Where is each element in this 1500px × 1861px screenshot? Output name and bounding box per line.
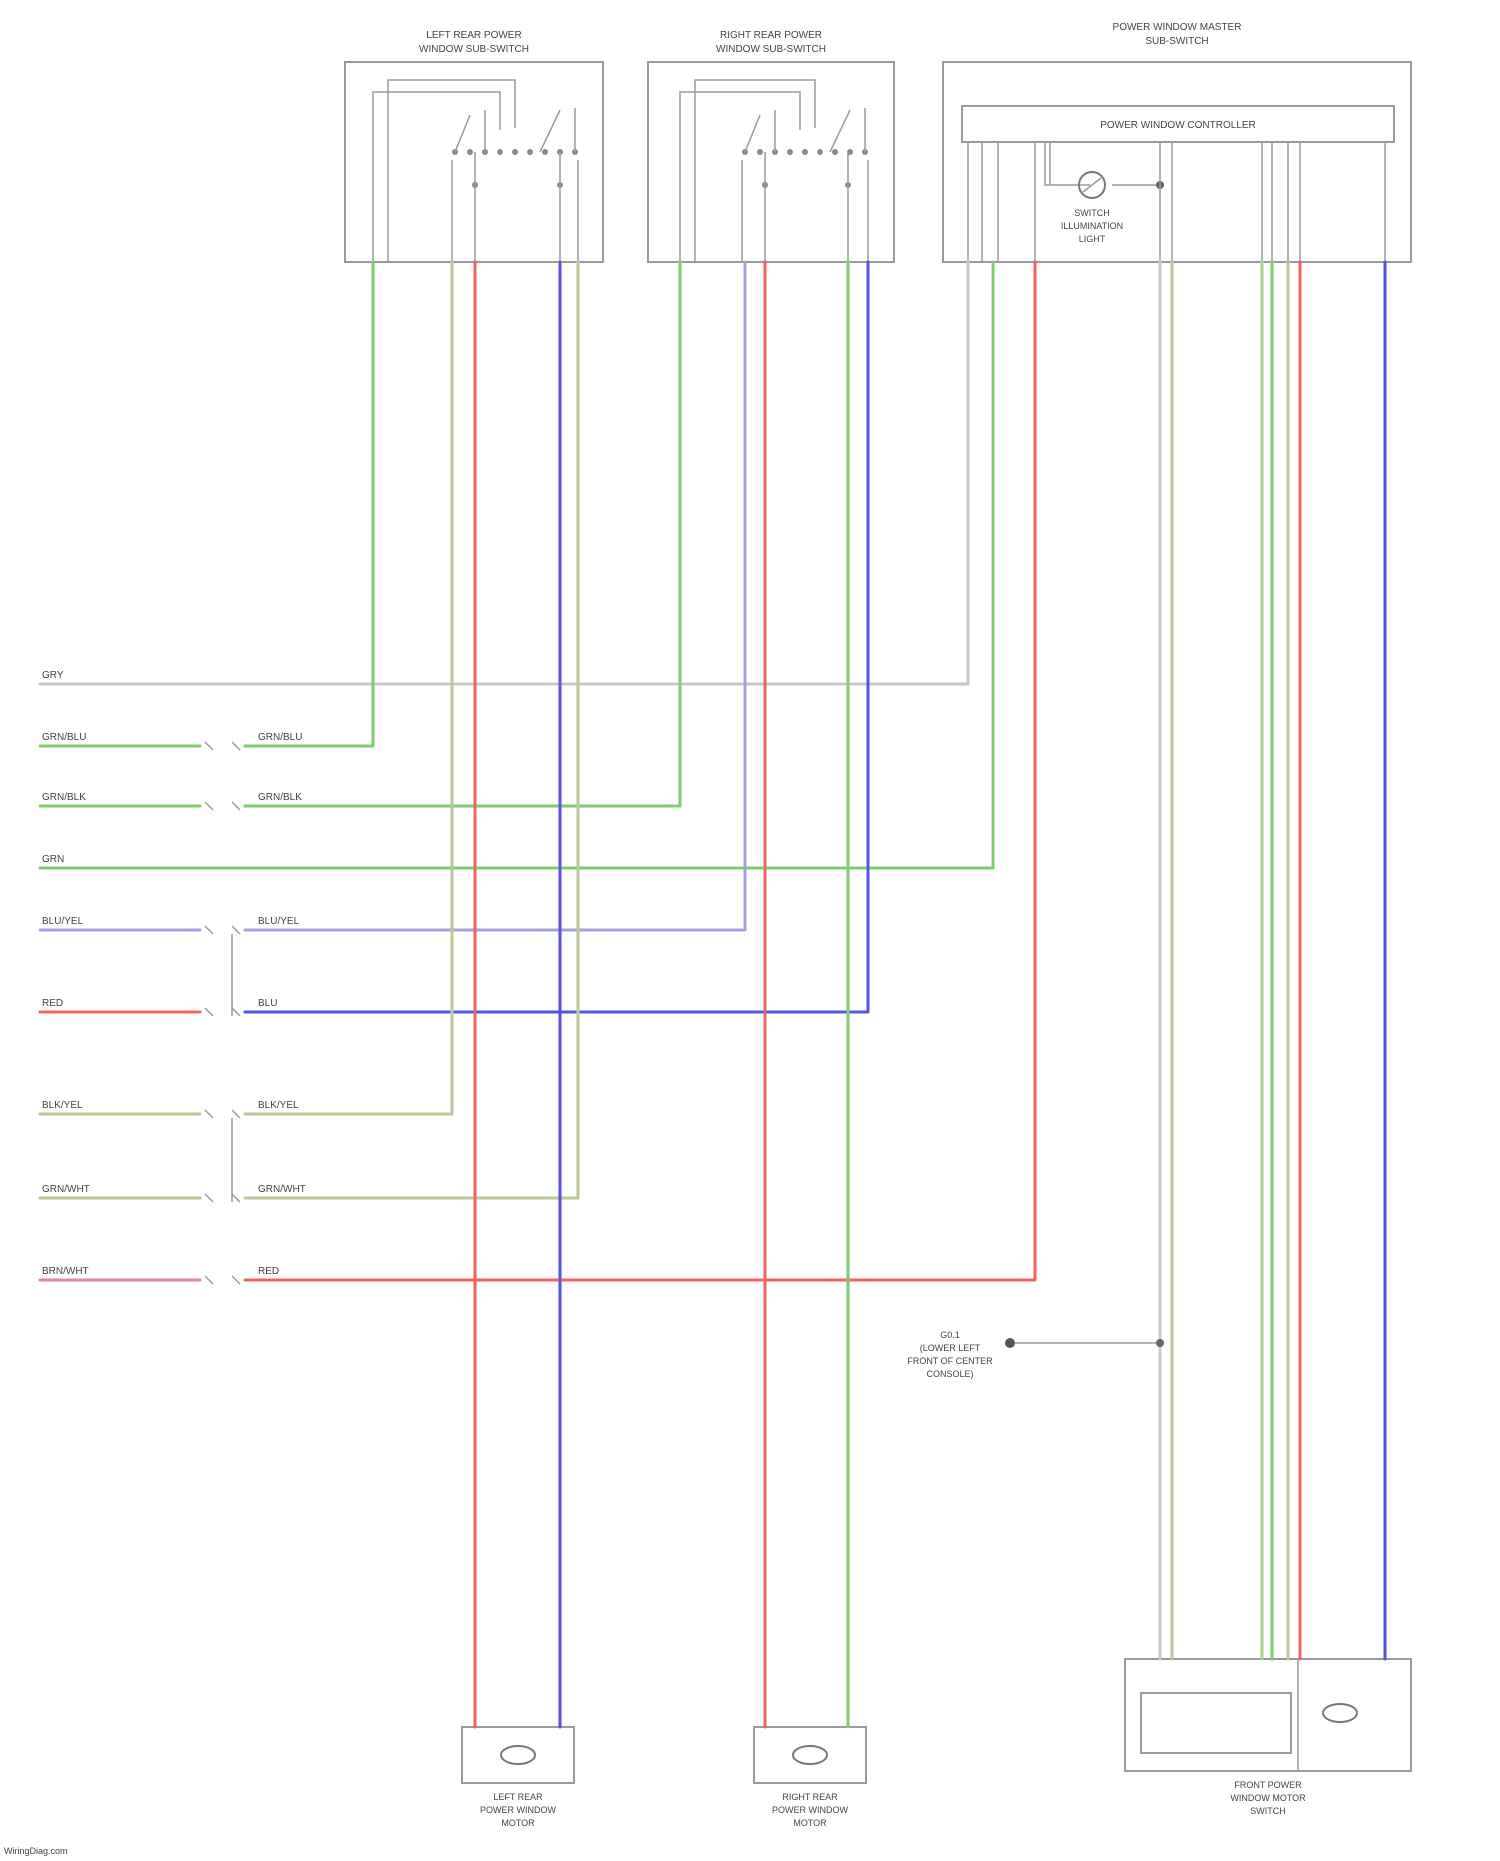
illumination-label-1: SWITCH (1074, 208, 1110, 218)
wire-label-w5-left: BLU/YEL (42, 916, 84, 927)
right-motor-title-1: RIGHT REAR (782, 1792, 838, 1802)
wire-label-w7-right: BLK/YEL (258, 1100, 299, 1111)
wire-grn-wht (40, 262, 578, 1198)
left-motor-title-2: POWER WINDOW (480, 1805, 556, 1815)
master-sub-switch: POWER WINDOW MASTER SUB-SWITCH POWER WIN… (943, 22, 1411, 262)
wire-label-w3-left: GRN/BLK (42, 792, 86, 803)
illumination-label-2: ILLUMINATION (1061, 221, 1123, 231)
illumination-label-3: LIGHT (1079, 234, 1106, 244)
wire-label-w6-right: BLU (258, 998, 277, 1009)
ground-label-4: CONSOLE) (926, 1369, 973, 1379)
left-motor-title-3: MOTOR (501, 1818, 535, 1828)
right-rear-sub-switch: RIGHT REAR POWER WINDOW SUB-SWITCH (648, 30, 894, 262)
left-switch-contacts (452, 149, 578, 188)
front-motor-title-1: FRONT POWER (1234, 1780, 1302, 1790)
right-motor-title-3: MOTOR (793, 1818, 827, 1828)
footer-credit: WiringDiag.com (4, 1846, 68, 1856)
wire-red-w9 (245, 262, 1035, 1280)
ground-label-2: (LOWER LEFT (920, 1343, 981, 1353)
wire-blu-w6 (245, 262, 868, 1012)
left-switch-title-2: WINDOW SUB-SWITCH (419, 44, 529, 55)
wire-gry (40, 262, 968, 684)
front-power-window-motor-switch: FRONT POWER WINDOW MOTOR SWITCH (1125, 1659, 1411, 1816)
wire-blu-yel (40, 262, 745, 930)
wire-label-w9-left: BRN/WHT (42, 1266, 89, 1277)
wire-label-w7-left: BLK/YEL (42, 1100, 83, 1111)
wire-label-w8-right: GRN/WHT (258, 1184, 306, 1195)
wire-grn (40, 262, 993, 868)
wire-label-w8-left: GRN/WHT (42, 1184, 90, 1195)
right-motor-title-2: POWER WINDOW (772, 1805, 848, 1815)
front-motor-title-2: WINDOW MOTOR (1230, 1793, 1306, 1803)
wire-label-w6-left: RED (42, 998, 63, 1009)
right-switch-title-2: WINDOW SUB-SWITCH (716, 44, 826, 55)
right-motor-icon (793, 1746, 827, 1764)
ground-label-3: FRONT OF CENTER (907, 1356, 993, 1366)
ground-icon (1005, 1338, 1015, 1348)
ground-label-1: G0.1 (940, 1330, 960, 1340)
left-rear-sub-switch: LEFT REAR POWER WINDOW SUB-SWITCH (345, 30, 603, 262)
wire-label-w9-right: RED (258, 1266, 279, 1277)
wire-label-w3-right: GRN/BLK (258, 792, 302, 803)
left-motor-icon (501, 1746, 535, 1764)
wire-blk-yel (40, 262, 452, 1114)
right-switch-contacts (742, 149, 868, 188)
wire-label-w1: GRY (42, 670, 64, 681)
ground-g01: G0.1 (LOWER LEFT FRONT OF CENTER CONSOLE… (907, 1330, 1164, 1379)
wire-grn-blu (40, 262, 373, 746)
wiring (40, 262, 1385, 1727)
right-switch-title-1: RIGHT REAR POWER (720, 30, 822, 41)
left-motor-title-1: LEFT REAR (493, 1792, 543, 1802)
wire-labels: GRY GRN/BLU GRN/BLU GRN/BLK GRN/BLK GRN … (42, 670, 306, 1277)
master-switch-title-2: SUB-SWITCH (1145, 36, 1208, 47)
left-switch-title-1: LEFT REAR POWER (426, 30, 521, 41)
connector-marks (205, 742, 240, 1284)
left-rear-motor: LEFT REAR POWER WINDOW MOTOR (462, 1727, 574, 1828)
right-rear-motor: RIGHT REAR POWER WINDOW MOTOR (754, 1727, 866, 1828)
wire-label-w2-right: GRN/BLU (258, 732, 302, 743)
master-switch-title-1: POWER WINDOW MASTER (1113, 22, 1242, 33)
front-motor-title-3: SWITCH (1250, 1806, 1286, 1816)
wire-label-w5-right: BLU/YEL (258, 916, 300, 927)
wire-grn-blk (40, 262, 680, 806)
controller-label: POWER WINDOW CONTROLLER (1100, 120, 1256, 131)
wire-label-w4: GRN (42, 854, 64, 865)
front-motor-icon (1323, 1704, 1357, 1722)
wire-label-w2-left: GRN/BLU (42, 732, 86, 743)
